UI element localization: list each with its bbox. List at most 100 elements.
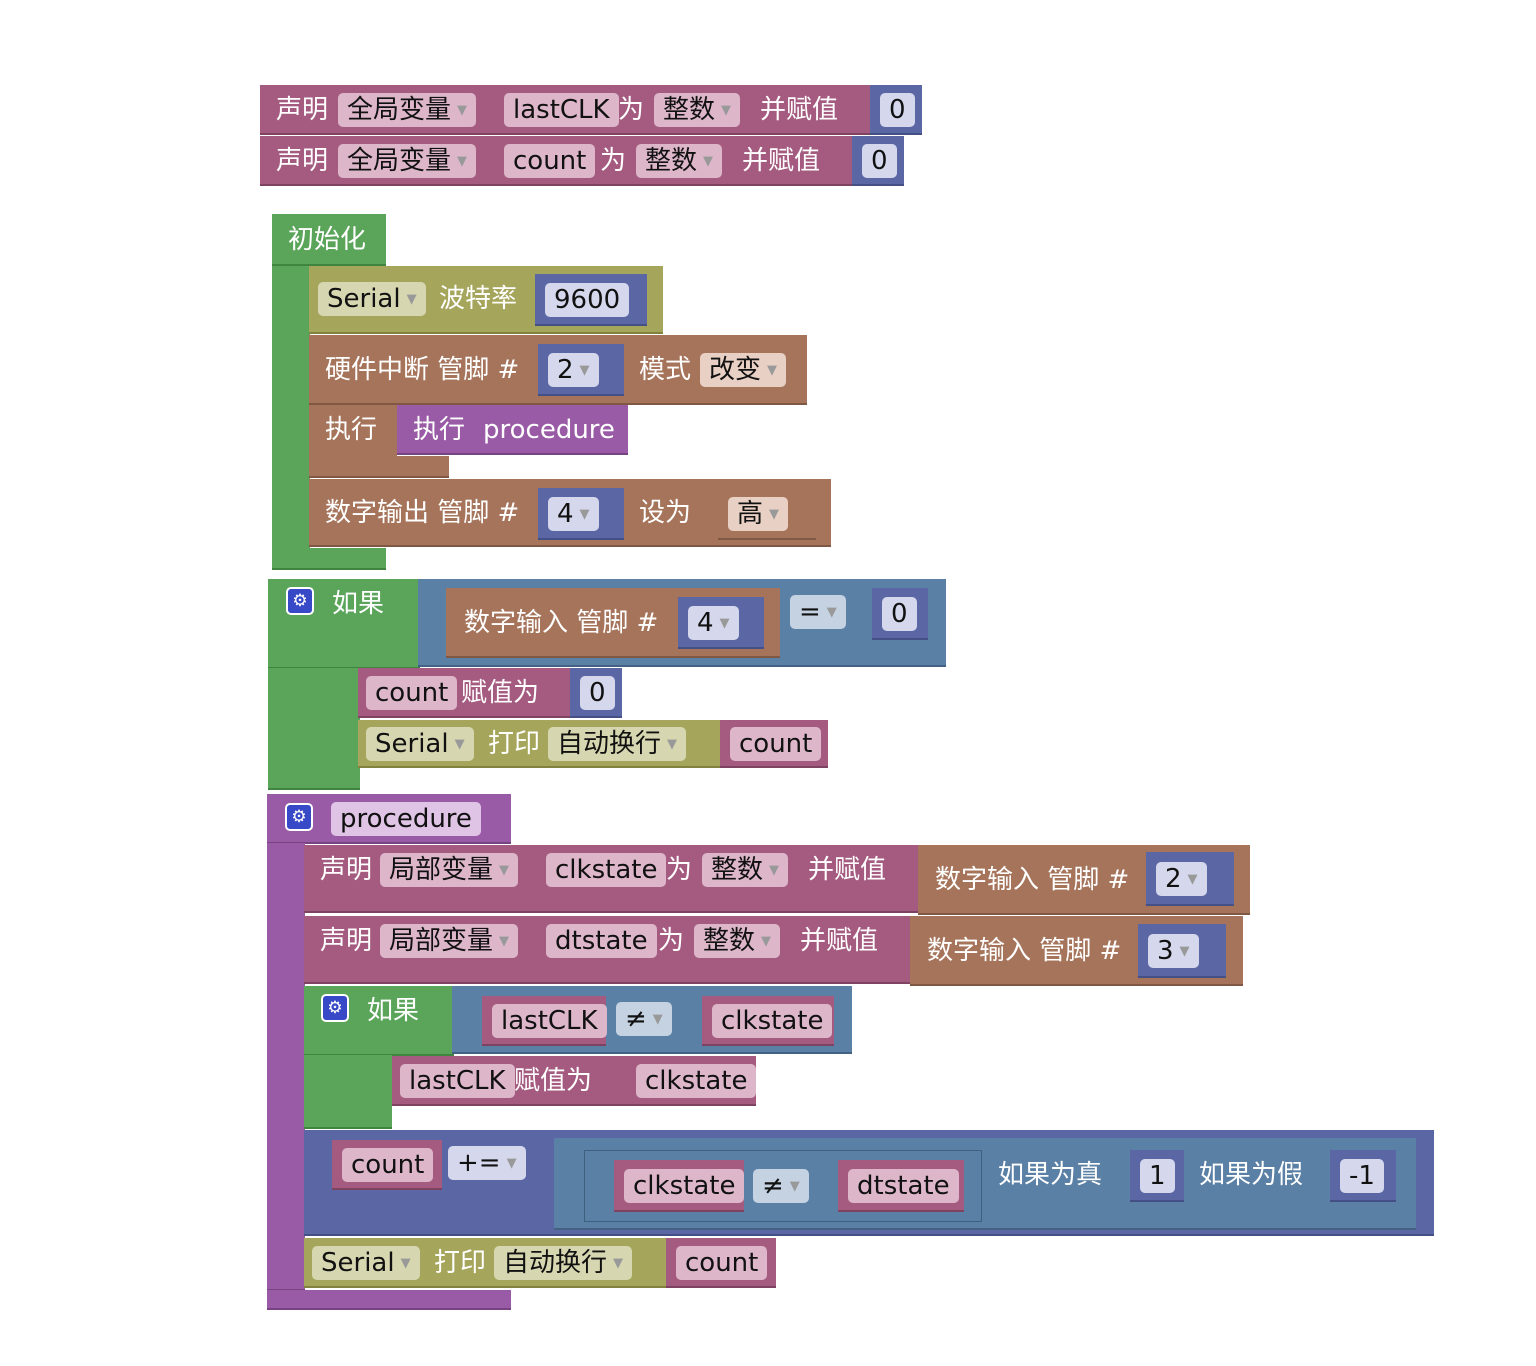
mode-dropdown[interactable]: 改变▼ bbox=[700, 353, 787, 387]
serial-port-dropdown[interactable]: Serial▼ bbox=[318, 282, 426, 316]
if-label: 如果 bbox=[367, 996, 420, 1026]
variable-name-field[interactable]: clkstate bbox=[624, 1169, 745, 1203]
declare-label: 声明 bbox=[276, 146, 329, 176]
number-block[interactable]: -1 bbox=[1330, 1150, 1396, 1202]
variable-name-field[interactable]: clkstate bbox=[636, 1064, 757, 1098]
variable-name-field[interactable]: count bbox=[504, 144, 596, 178]
gear-icon[interactable]: ⚙ bbox=[285, 803, 313, 831]
call-procedure-block[interactable]: 执行 procedure bbox=[397, 405, 628, 455]
assign-label: 并赋值 bbox=[800, 926, 879, 956]
pin-dropdown[interactable]: 4▼ bbox=[548, 497, 599, 531]
do-label: 执行 bbox=[325, 415, 378, 445]
if-block[interactable]: ⚙ 如果 执行 bbox=[268, 579, 420, 707]
variable-name-field[interactable]: count bbox=[676, 1246, 768, 1280]
variable-name-field[interactable]: count bbox=[366, 676, 458, 710]
pin-dropdown[interactable]: 4▼ bbox=[688, 606, 739, 640]
pin-block[interactable]: 2▼ bbox=[538, 344, 624, 396]
dropdown-arrow-icon: ▼ bbox=[454, 736, 465, 752]
variable-name-field[interactable]: dtstate bbox=[546, 924, 657, 958]
declare-label: 声明 bbox=[320, 855, 373, 885]
variable-get-block[interactable]: count bbox=[666, 1238, 776, 1288]
declare-label: 声明 bbox=[320, 926, 373, 956]
call-label: 执行 bbox=[413, 415, 466, 445]
variable-name-field[interactable]: lastCLK bbox=[492, 1004, 607, 1038]
inner-if-block[interactable]: ⚙ 如果 执行 bbox=[304, 986, 454, 1094]
pin-block[interactable]: 3▼ bbox=[1138, 924, 1226, 978]
operator-dropdown[interactable]: =▼ bbox=[790, 595, 846, 629]
variable-get-block[interactable]: count bbox=[720, 720, 828, 768]
number-field[interactable]: 0 bbox=[580, 676, 615, 710]
print-mode-dropdown[interactable]: 自动换行▼ bbox=[494, 1246, 633, 1280]
variable-get-block[interactable]: lastCLK bbox=[482, 996, 607, 1046]
baud-number-block[interactable]: 9600 bbox=[535, 274, 647, 326]
operator-dropdown[interactable]: ≠▼ bbox=[616, 1002, 672, 1036]
interrupt-label: 硬件中断 管脚 # bbox=[325, 355, 520, 385]
variable-get-block[interactable]: dtstate bbox=[838, 1160, 964, 1212]
pin-block[interactable]: 4▼ bbox=[678, 597, 764, 649]
pin-dropdown[interactable]: 2▼ bbox=[1156, 862, 1207, 896]
variable-get-block[interactable]: clkstate bbox=[626, 1056, 757, 1106]
as-label: 为 bbox=[600, 146, 627, 176]
pin-dropdown[interactable]: 3▼ bbox=[1148, 934, 1199, 968]
variable-name-field[interactable]: clkstate bbox=[546, 853, 667, 887]
number-block[interactable]: 1 bbox=[1130, 1150, 1184, 1202]
number-block[interactable]: 0 bbox=[870, 85, 922, 135]
type-dropdown[interactable]: 整数▼ bbox=[636, 144, 723, 178]
scope-dropdown[interactable]: 全局变量▼ bbox=[338, 93, 477, 127]
variable-get-block[interactable]: clkstate bbox=[702, 996, 834, 1046]
serial-port-dropdown[interactable]: Serial▼ bbox=[312, 1246, 420, 1280]
serial-print-block[interactable]: Serial▼ 打印 自动换行▼ bbox=[304, 1238, 668, 1288]
type-dropdown[interactable]: 整数▼ bbox=[654, 93, 741, 127]
serial-print-block[interactable]: Serial▼ 打印 自动换行▼ bbox=[358, 720, 722, 768]
pin-block[interactable]: 4▼ bbox=[538, 488, 624, 540]
assign-label: 赋值为 bbox=[461, 678, 540, 708]
variable-name-field[interactable]: lastCLK bbox=[504, 93, 619, 127]
assign-block[interactable]: count 赋值为 bbox=[358, 668, 572, 718]
level-block[interactable]: 高▼ bbox=[718, 488, 816, 540]
pin-dropdown[interactable]: 2▼ bbox=[548, 353, 599, 387]
gear-icon[interactable]: ⚙ bbox=[286, 587, 314, 615]
variable-name-field[interactable]: count bbox=[730, 727, 822, 761]
variable-get-block[interactable]: count bbox=[332, 1140, 442, 1190]
number-block[interactable]: 0 bbox=[872, 588, 928, 640]
print-mode-dropdown[interactable]: 自动换行▼ bbox=[548, 727, 687, 761]
type-dropdown[interactable]: 整数▼ bbox=[702, 853, 789, 887]
compound-operator-dropdown[interactable]: +=▼ bbox=[448, 1146, 526, 1180]
inner-if-spine bbox=[304, 1055, 392, 1129]
number-field[interactable]: 0 bbox=[882, 597, 917, 631]
serial-port-dropdown[interactable]: Serial▼ bbox=[366, 727, 474, 761]
baud-number-field[interactable]: 9600 bbox=[545, 283, 630, 317]
variable-name-field[interactable]: lastCLK bbox=[400, 1064, 515, 1098]
gear-icon[interactable]: ⚙ bbox=[321, 994, 349, 1022]
dropdown-arrow-icon: ▼ bbox=[613, 1255, 624, 1271]
scope-dropdown[interactable]: 局部变量▼ bbox=[380, 924, 519, 958]
if-true-label: 如果为真 bbox=[998, 1160, 1103, 1190]
procedure-name-field[interactable]: procedure bbox=[331, 802, 481, 836]
variable-get-block[interactable]: clkstate bbox=[614, 1160, 745, 1212]
digital-read-label: 数字输入 管脚 # bbox=[927, 936, 1122, 966]
number-field[interactable]: 0 bbox=[880, 93, 915, 127]
operator-dropdown[interactable]: ≠▼ bbox=[753, 1169, 809, 1203]
variable-name-field[interactable]: clkstate bbox=[712, 1004, 833, 1038]
assign-block[interactable]: lastCLK 赋值为 bbox=[392, 1056, 628, 1106]
local-declare-block-clkstate[interactable]: 声明 局部变量▼ clkstate 为 整数▼ 并赋值 bbox=[304, 845, 920, 913]
pin-block[interactable]: 2▼ bbox=[1146, 852, 1234, 906]
variable-name-field[interactable]: dtstate bbox=[848, 1169, 959, 1203]
dropdown-arrow-icon: ▼ bbox=[667, 736, 678, 752]
variable-name-field[interactable]: count bbox=[342, 1148, 434, 1182]
procedure-block[interactable]: ⚙ procedure bbox=[267, 794, 511, 844]
global-declare-block-lastclk[interactable]: 声明 全局变量▼ lastCLK 为 整数▼ 并赋值 bbox=[260, 85, 872, 135]
number-field[interactable]: 1 bbox=[1140, 1159, 1175, 1193]
global-declare-block-count[interactable]: 声明 全局变量▼ count 为 整数▼ 并赋值 bbox=[260, 136, 854, 186]
number-block[interactable]: 0 bbox=[570, 668, 622, 718]
level-dropdown[interactable]: 高▼ bbox=[728, 497, 789, 531]
scope-dropdown[interactable]: 局部变量▼ bbox=[380, 853, 519, 887]
setup-block-top[interactable]: 初始化 bbox=[272, 214, 386, 266]
type-dropdown[interactable]: 整数▼ bbox=[694, 924, 781, 958]
local-declare-block-dtstate[interactable]: 声明 局部变量▼ dtstate 为 整数▼ 并赋值 bbox=[304, 916, 912, 984]
dropdown-arrow-icon: ▼ bbox=[506, 1155, 517, 1171]
scope-dropdown[interactable]: 全局变量▼ bbox=[338, 144, 477, 178]
number-block[interactable]: 0 bbox=[852, 136, 904, 186]
number-field[interactable]: -1 bbox=[1340, 1159, 1384, 1193]
number-field[interactable]: 0 bbox=[862, 144, 897, 178]
